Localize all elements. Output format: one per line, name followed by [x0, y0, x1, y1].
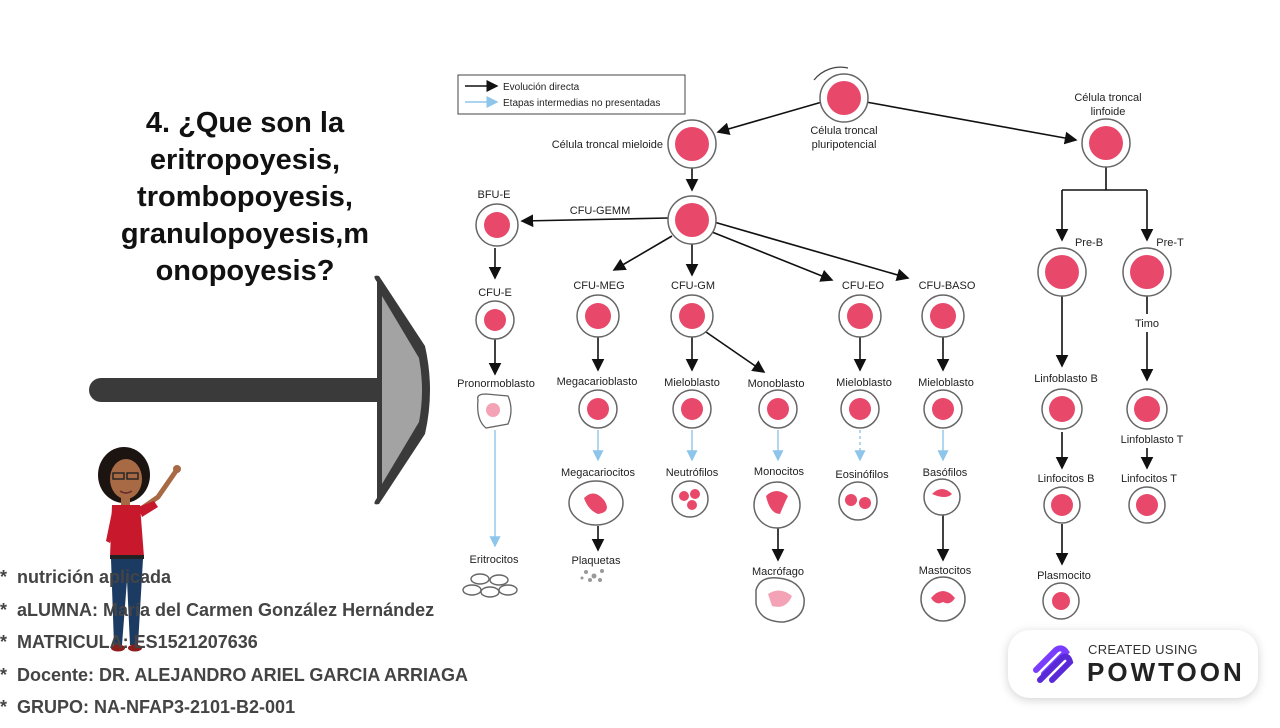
info-subject: * nutrición aplicada [0, 565, 520, 598]
cell-linfoblasto-t [1126, 388, 1168, 430]
slide-question: 4. ¿Que son la eritropoyesis, trombopoye… [120, 107, 370, 287]
bullet: * [0, 567, 8, 587]
cell-plasmocito [1042, 582, 1080, 620]
cell-monocito [753, 481, 801, 529]
label-eritrocitos: Eritrocitos [470, 554, 519, 566]
legend-intermediate-label: Etapas intermedias no presentadas [503, 98, 660, 109]
label-cfu-gm: CFU-GM [671, 280, 715, 292]
powtoon-logo-icon [1033, 645, 1074, 683]
cell-eosinofilo [838, 481, 878, 521]
bullet: * [0, 664, 8, 685]
info-grupo: * GRUPO: NA-NFAP3-2101-B2-001 [0, 695, 520, 728]
badge-powtoon: POWTOON [1087, 657, 1245, 687]
cell-linfocito-b [1043, 486, 1081, 524]
cell-megacariocito [568, 480, 624, 526]
cell-mieloblasto-baso [923, 389, 963, 429]
cell-bfu-e [475, 203, 519, 247]
cell-megacarioblasto [578, 389, 618, 429]
cell-pre-b [1037, 247, 1087, 297]
label-macrofago: Macrófago [752, 566, 804, 578]
student-info-list: * nutrición aplicada * aLUMNA: María del… [0, 565, 520, 728]
cell-linfoide [1081, 118, 1131, 168]
subject-text: nutrición aplicada [17, 567, 172, 587]
bullet: * [0, 697, 8, 717]
label-megacariocitos: Megacariocitos [561, 467, 635, 479]
label-pluri-2: pluripotencial [812, 139, 877, 151]
label-mieloblasto-baso: Mieloblasto [918, 377, 974, 389]
cell-eritrocitos [462, 573, 518, 598]
cell-neutrofilo [671, 480, 709, 518]
label-linfocitos-t: Linfocitos T [1121, 473, 1177, 485]
label-plasmocito: Plasmocito [1037, 570, 1091, 582]
label-mastocitos: Mastocitos [919, 565, 972, 577]
label-bfu-e: BFU-E [478, 189, 511, 201]
label-monoblasto: Monoblasto [748, 378, 805, 390]
cell-macrofago [755, 577, 805, 623]
label-neutrofilos: Neutrófilos [666, 467, 719, 479]
cell-cfu-e [475, 300, 515, 340]
label-pluri-1: Célula troncal [810, 125, 877, 137]
cell-mieloide [667, 119, 717, 169]
label-monocitos: Monocitos [754, 466, 805, 478]
badge-created-using: CREATED USING [1088, 642, 1198, 657]
direct-connectors [488, 101, 1154, 566]
cell-linfocito-t [1128, 486, 1166, 524]
cell-cfu-eo [838, 294, 882, 338]
cell-mieloblasto-eo [840, 389, 880, 429]
label-pre-b: Pre-B [1075, 237, 1103, 249]
label-linfoblasto-b: Linfoblasto B [1034, 373, 1098, 385]
label-linfoide-2: linfoide [1091, 106, 1126, 118]
label-linfoide-1: Célula troncal [1074, 92, 1141, 104]
legend-direct-label: Evolución directa [503, 82, 580, 93]
cell-basofilo [923, 478, 961, 516]
label-plaquetas: Plaquetas [572, 555, 621, 567]
label-timo: Timo [1135, 318, 1159, 330]
label-linfocitos-b: Linfocitos B [1038, 473, 1095, 485]
label-mieloide: Célula troncal mieloide [552, 139, 663, 151]
label-pronormoblasto: Pronormoblasto [457, 378, 535, 390]
label-cfu-gemm: CFU-GEMM [570, 205, 631, 217]
label-cfu-e: CFU-E [478, 287, 512, 299]
label-cfu-eo: CFU-EO [842, 280, 885, 292]
teacher-character [98, 447, 181, 652]
powtoon-badge[interactable]: CREATED USING POWTOON [1008, 630, 1258, 698]
cell-mieloblasto-gm [672, 389, 712, 429]
right-arrow-graphic [89, 275, 430, 505]
label-pre-t: Pre-T [1156, 237, 1184, 249]
info-docente: * Docente: DR. ALEJANDRO ARIEL GARCIA AR… [0, 663, 520, 696]
info-student: * aLUMNA: María del Carmen González Hern… [0, 598, 520, 631]
cell-plaquetas [580, 569, 604, 582]
label-megacarioblasto: Megacarioblasto [557, 376, 638, 388]
cell-cfu-gm [670, 294, 714, 338]
cell-cfu-baso [921, 294, 965, 338]
bullet: * [0, 632, 8, 652]
student-text: aLUMNA: María del Carmen González Hernán… [17, 599, 435, 620]
cell-monoblasto [758, 389, 798, 429]
intermediate-connectors [489, 430, 949, 548]
cell-pre-t [1122, 247, 1172, 297]
grupo-text: GRUPO: NA-NFAP3-2101-B2-001 [17, 697, 296, 717]
bullet: * [0, 599, 8, 620]
label-basofilos: Basófilos [923, 467, 968, 479]
cell-mastocito [920, 576, 966, 622]
cell-cfu-gemm [667, 195, 717, 245]
info-matricula: * MATRICULA: ES1521207636 [0, 630, 520, 663]
cell-pluripotent [813, 66, 869, 123]
docente-text: Docente: DR. ALEJANDRO ARIEL GARCIA ARRI… [17, 664, 469, 685]
diagram-legend: Evolución directa Etapas intermedias no … [457, 74, 686, 115]
cell-linfoblasto-b [1041, 388, 1083, 430]
matricula-text: MATRICULA: ES1521207636 [17, 632, 258, 652]
label-eosinofilos: Eosinófilos [835, 469, 889, 481]
label-cfu-meg: CFU-MEG [573, 280, 624, 292]
cell-pronormoblasto [477, 393, 512, 429]
label-linfoblasto-t: Linfoblasto T [1121, 434, 1184, 446]
label-cfu-baso: CFU-BASO [919, 280, 976, 292]
label-mieloblasto-eo: Mieloblasto [836, 377, 892, 389]
label-mieloblasto-gm: Mieloblasto [664, 377, 720, 389]
cell-cfu-meg [576, 294, 620, 338]
